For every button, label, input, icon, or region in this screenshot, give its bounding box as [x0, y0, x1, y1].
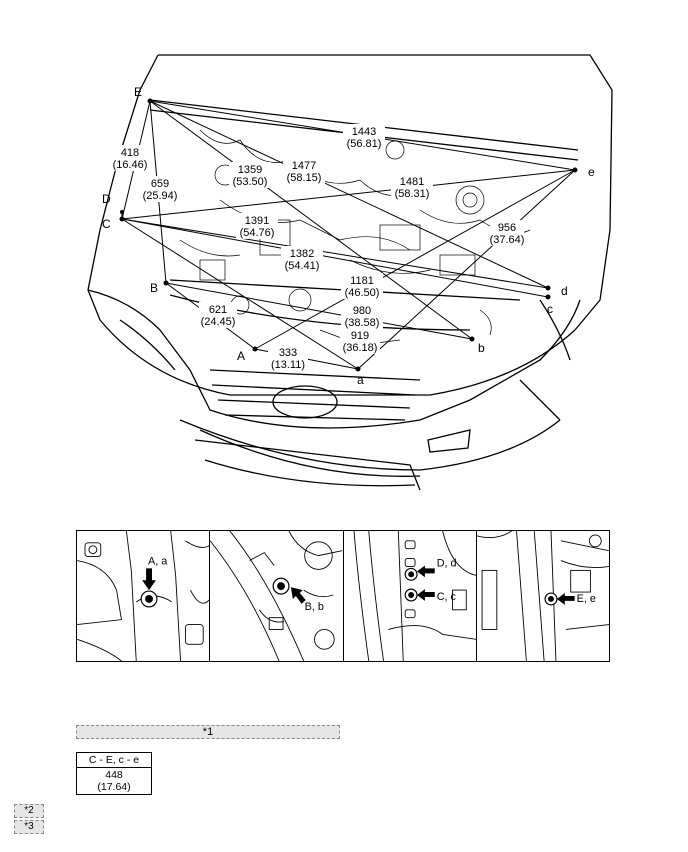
point-label-A: A [237, 349, 245, 363]
point-label-D: D [102, 192, 111, 206]
dim-1391-mm: 1391 [245, 215, 269, 227]
note-bar: *1 [76, 725, 340, 739]
dim-956-mm: 956 [498, 222, 516, 234]
arrow-d-icon [416, 565, 435, 578]
dim-919-mm: 919 [351, 330, 369, 342]
bolt-b [272, 577, 290, 595]
detail-a-illustration: A, a [77, 531, 210, 661]
legend-key-2: *2 [14, 804, 44, 818]
spec-value-mm: 448 [105, 769, 123, 781]
dim-659-mm: 659 [151, 178, 169, 190]
vehicle-outline [87, 54, 613, 491]
dim-621-in: (24.45) [201, 316, 236, 328]
point-label-d: d [561, 284, 568, 298]
spec-value-in: (17.64) [97, 781, 131, 793]
detail-panel-e: E, e [476, 531, 609, 661]
bolt-d [404, 567, 418, 581]
dim-659-in: (25.94) [143, 190, 178, 202]
dim-1181-in: (46.50) [345, 287, 380, 299]
point-label-b: b [478, 341, 485, 355]
dimension-labels: 1443 (56.81) 1477 (58.15) 1359 (53.50) 4… [113, 126, 525, 371]
bolt-c [404, 588, 418, 602]
dim-333-mm: 333 [279, 347, 297, 359]
bolt-a [140, 590, 158, 608]
dim-1382-in: (54.41) [285, 260, 320, 272]
detail-e-illustration: E, e [476, 531, 609, 661]
detail-panel-a: A, a [77, 531, 211, 661]
dim-1359-in: (53.50) [233, 176, 268, 188]
dim-1443-mm: 1443 [352, 126, 376, 138]
spec-table: C - E, c - e 448 (17.64) [76, 752, 152, 795]
dim-1477-in: (58.15) [287, 172, 322, 184]
dim-333-in: (13.11) [271, 359, 305, 371]
detail-cd-illustration: D, d C, c [353, 531, 476, 661]
detail-b-label: B, b [305, 601, 324, 613]
detail-a-label: A, a [148, 555, 168, 567]
detail-b-illustration: B, b [210, 531, 343, 661]
dim-1477-mm: 1477 [292, 160, 316, 172]
label-backgrounds [111, 124, 524, 371]
dim-1391-in: (54.76) [240, 227, 275, 239]
detail-panel-cd: D, d C, c [344, 531, 477, 661]
engine-compartment-diagram: E e D C d c B b A a 1443 (56.81) 1477 (5… [87, 54, 613, 491]
point-label-c: c [547, 302, 553, 316]
arrow-e-icon [556, 593, 575, 605]
dim-1359-mm: 1359 [238, 164, 262, 176]
arrow-a-icon [142, 568, 156, 591]
spec-table-header: C - E, c - e [76, 752, 152, 768]
dim-1382-mm: 1382 [290, 248, 314, 260]
point-label-e: e [588, 165, 595, 179]
arrow-c-icon [416, 589, 435, 601]
dim-621-mm: 621 [209, 304, 227, 316]
measurement-points [119, 98, 578, 372]
dim-1443-in: (56.81) [347, 138, 382, 150]
dim-919-in: (36.18) [343, 342, 378, 354]
dim-418-mm: 418 [121, 147, 139, 159]
dim-956-in: (37.64) [490, 234, 525, 246]
dim-980-mm: 980 [353, 305, 371, 317]
dim-418-in: (16.46) [113, 159, 148, 171]
detail-c-label: C, c [436, 591, 456, 603]
bolt-e [544, 592, 558, 606]
dim-1481-mm: 1481 [400, 176, 424, 188]
point-label-C: C [102, 217, 111, 231]
detail-d-label: D, d [436, 557, 456, 569]
spec-table-value: 448 (17.64) [76, 767, 152, 795]
dim-980-in: (38.58) [345, 317, 380, 329]
detail-panel-b: B, b [210, 531, 344, 661]
dim-1481-in: (58.31) [395, 188, 430, 200]
dim-1181-mm: 1181 [350, 275, 374, 287]
point-labels: E e D C d c B b A a [102, 85, 595, 387]
point-label-B: B [150, 281, 158, 295]
arrow-b-icon [291, 587, 306, 604]
legend-key-3: *3 [14, 820, 44, 834]
detail-views: A, a B, b [76, 530, 610, 662]
point-label-E: E [134, 85, 142, 99]
point-label-a: a [357, 373, 364, 387]
detail-e-label: E, e [576, 593, 595, 605]
